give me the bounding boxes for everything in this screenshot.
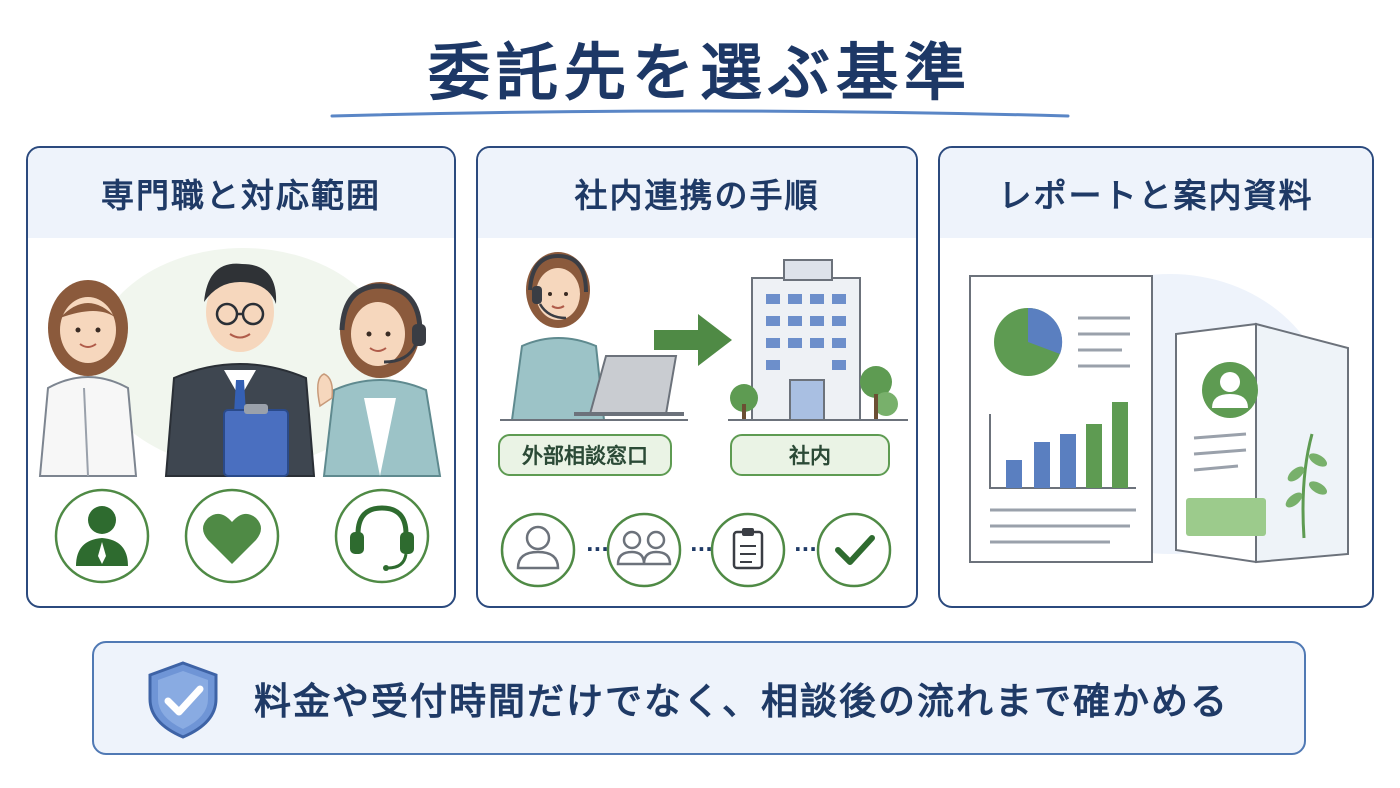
heart-icon — [184, 488, 280, 584]
svg-text:···: ··· — [794, 537, 817, 561]
specialists-illustration — [38, 248, 442, 584]
panel-coordination-heading: 社内連携の手順 — [478, 148, 916, 238]
panel-coordination: 社内連携の手順 — [476, 146, 918, 608]
reports-illustration — [969, 274, 1349, 564]
report-sheet — [969, 275, 1153, 563]
operator-at-laptop — [500, 252, 688, 421]
panel-reports-heading: レポートと案内資料 — [940, 148, 1372, 238]
panel-specialists-heading: 専門職と対応範囲 — [28, 148, 454, 238]
panel-specialists: 専門職と対応範囲 — [26, 146, 456, 608]
group-icon — [606, 512, 682, 588]
clipboard-icon — [710, 512, 786, 588]
doctor-figure — [38, 280, 138, 477]
shield-check-icon — [148, 661, 218, 739]
summary-text: 料金や受付時間だけでなく、相談後の流れまで確かめる — [254, 680, 1229, 723]
svg-text:···: ··· — [690, 537, 713, 561]
user-icon — [500, 512, 576, 588]
operator-figure — [317, 282, 442, 477]
external-desk-label: 外部相談窓口 — [498, 434, 672, 476]
consultant-figure — [164, 263, 316, 477]
internal-label: 社内 — [730, 434, 890, 476]
building-icon — [728, 259, 908, 421]
coordination-illustration: ··· ··· ··· — [500, 252, 908, 588]
panel-reports: レポートと案内資料 — [938, 146, 1374, 608]
headset-icon — [334, 488, 430, 584]
arrow-right-icon — [654, 314, 732, 366]
person-icon — [54, 488, 150, 584]
page-title: 委託先を選ぶ基準 — [427, 36, 972, 109]
brochure — [1175, 322, 1349, 564]
svg-text:···: ··· — [586, 537, 609, 561]
summary-banner: 料金や受付時間だけでなく、相談後の流れまで確かめる — [92, 641, 1306, 755]
title-underline — [330, 109, 1070, 118]
check-icon — [816, 512, 892, 588]
